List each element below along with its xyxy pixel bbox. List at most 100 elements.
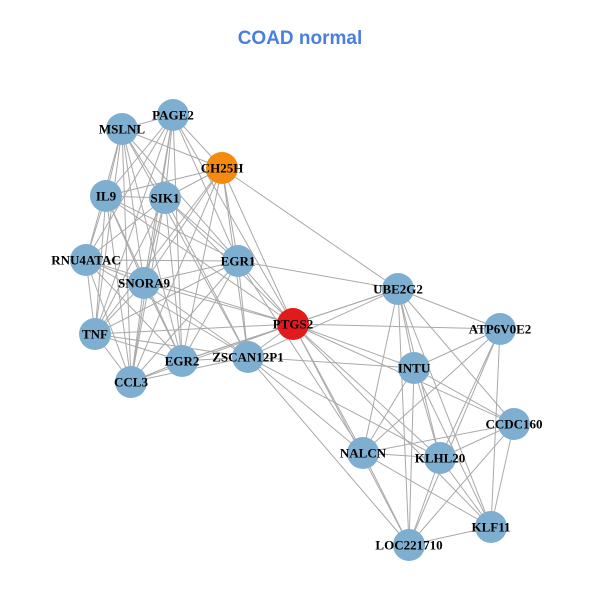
node-egr2[interactable]	[166, 345, 198, 377]
edge-zscan12p1-nalcn	[247, 356, 364, 454]
node-label-egr2: EGR2	[165, 354, 200, 369]
node-ccl3[interactable]	[115, 366, 147, 398]
edge-ube2g2-ccdc160	[397, 288, 515, 425]
node-page2[interactable]	[157, 99, 189, 131]
edge-mslnl-zscan12p1	[121, 128, 249, 358]
node-label-ube2g2: UBE2G2	[373, 282, 423, 297]
edge-egr1-ccl3	[130, 260, 239, 383]
edge-ptgs2-atp6v0e2	[292, 323, 501, 330]
node-label-page2: PAGE2	[152, 108, 194, 123]
edge-mslnl-snora9	[121, 128, 145, 284]
edge-ccdc160-loc221710	[408, 423, 515, 546]
edge-page2-egr2	[172, 114, 183, 362]
edge-intu-klf11	[413, 367, 492, 528]
edge-page2-egr1	[172, 114, 239, 262]
edge-ccl3-ptgs2	[130, 323, 294, 383]
edge-page2-il9	[105, 114, 174, 197]
node-snora9[interactable]	[128, 267, 160, 299]
edge-sik1-rnu4atac	[85, 197, 166, 261]
edge-page2-ccl3	[130, 114, 174, 383]
node-loc221710[interactable]	[393, 529, 425, 561]
edge-ube2g2-nalcn	[362, 288, 399, 454]
node-label-ch25h: CH25H	[201, 161, 244, 176]
edge-mslnl-egr2	[121, 128, 183, 362]
edge-intu-ccdc160	[413, 367, 515, 425]
node-label-tnf: TNF	[82, 327, 108, 342]
edge-tnf-zscan12p1	[94, 333, 249, 358]
node-sik1[interactable]	[149, 182, 181, 214]
edge-ch25h-tnf	[94, 167, 223, 335]
node-nalcn[interactable]	[347, 437, 379, 469]
node-atp6v0e2[interactable]	[484, 313, 516, 345]
edge-ch25h-ptgs2	[221, 167, 294, 325]
edge-page2-tnf	[94, 114, 174, 335]
edge-rnu4atac-egr2	[85, 259, 183, 362]
node-ptgs2[interactable]	[277, 308, 309, 340]
edge-sik1-tnf	[94, 197, 166, 335]
node-intu[interactable]	[398, 352, 430, 384]
node-label-rnu4atac: RNU4ATAC	[51, 253, 121, 268]
edge-egr1-ube2g2	[237, 260, 399, 290]
edge-zscan12p1-klhl20	[247, 356, 441, 459]
node-label-sik1: SIK1	[151, 191, 180, 206]
edge-ptgs2-klf11	[292, 323, 492, 528]
node-klf11[interactable]	[475, 511, 507, 543]
edge-ptgs2-intu	[292, 323, 415, 369]
node-label-snora9: SNORA9	[118, 276, 171, 291]
edge-atp6v0e2-loc221710	[408, 328, 501, 546]
edge-page2-ptgs2	[172, 114, 294, 325]
edge-egr1-tnf	[94, 260, 239, 335]
edge-nalcn-klf11	[362, 452, 492, 528]
edge-ptgs2-ube2g2	[292, 288, 399, 325]
figure-title: COAD normal	[237, 28, 363, 49]
edge-sik1-egr1	[164, 197, 239, 262]
edge-rnu4atac-egr1	[85, 259, 239, 262]
node-mslnl[interactable]	[106, 113, 138, 145]
node-label-ccl3: CCL3	[114, 375, 148, 390]
edge-il9-egr1	[105, 195, 239, 262]
node-il9[interactable]	[90, 180, 122, 212]
edge-ch25h-ube2g2	[221, 167, 399, 290]
edge-rnu4atac-zscan12p1	[85, 259, 249, 358]
node-label-intu: INTU	[398, 361, 431, 376]
edge-nalcn-loc221710	[362, 452, 410, 546]
node-egr1[interactable]	[222, 245, 254, 277]
node-tnf[interactable]	[79, 318, 111, 350]
node-label-zscan12p1: ZSCAN12P1	[212, 350, 284, 365]
edge-il9-ptgs2	[105, 195, 294, 325]
node-label-il9: IL9	[96, 189, 117, 204]
edge-tnf-ptgs2	[94, 323, 294, 335]
edge-mslnl-ccl3	[121, 128, 132, 383]
node-label-loc221710: LOC221710	[375, 538, 442, 553]
edge-snora9-ccl3	[130, 282, 145, 383]
node-label-ptgs2: PTGS2	[273, 317, 313, 332]
node-label-ccdc160: CCDC160	[485, 417, 542, 432]
node-ube2g2[interactable]	[382, 273, 414, 305]
edge-egr1-nalcn	[237, 260, 364, 454]
edge-ptgs2-loc221710	[292, 323, 410, 546]
edge-mslnl-ch25h	[121, 128, 223, 169]
node-zscan12p1[interactable]	[232, 341, 264, 373]
node-ch25h[interactable]	[206, 152, 238, 184]
edge-zscan12p1-loc221710	[247, 356, 410, 546]
edge-ccdc160-klf11	[490, 423, 515, 528]
edge-ccdc160-nalcn	[362, 423, 515, 454]
edge-ch25h-snora9	[143, 167, 223, 284]
edge-mslnl-tnf	[94, 128, 123, 335]
node-ccdc160[interactable]	[498, 408, 530, 440]
edge-egr1-snora9	[143, 260, 239, 284]
edge-rnu4atac-ccl3	[85, 259, 132, 383]
node-label-nalcn: NALCN	[340, 446, 387, 461]
edge-rnu4atac-ptgs2	[85, 259, 294, 325]
edge-egr1-egr2	[181, 260, 239, 362]
edge-sik1-egr2	[164, 197, 183, 362]
node-label-atp6v0e2: ATP6V0E2	[469, 322, 532, 337]
edge-ch25h-il9	[105, 167, 223, 197]
node-klhl20[interactable]	[424, 442, 456, 474]
node-rnu4atac[interactable]	[70, 244, 102, 276]
node-layer	[70, 99, 530, 561]
node-label-klf11: KLF11	[471, 520, 510, 535]
